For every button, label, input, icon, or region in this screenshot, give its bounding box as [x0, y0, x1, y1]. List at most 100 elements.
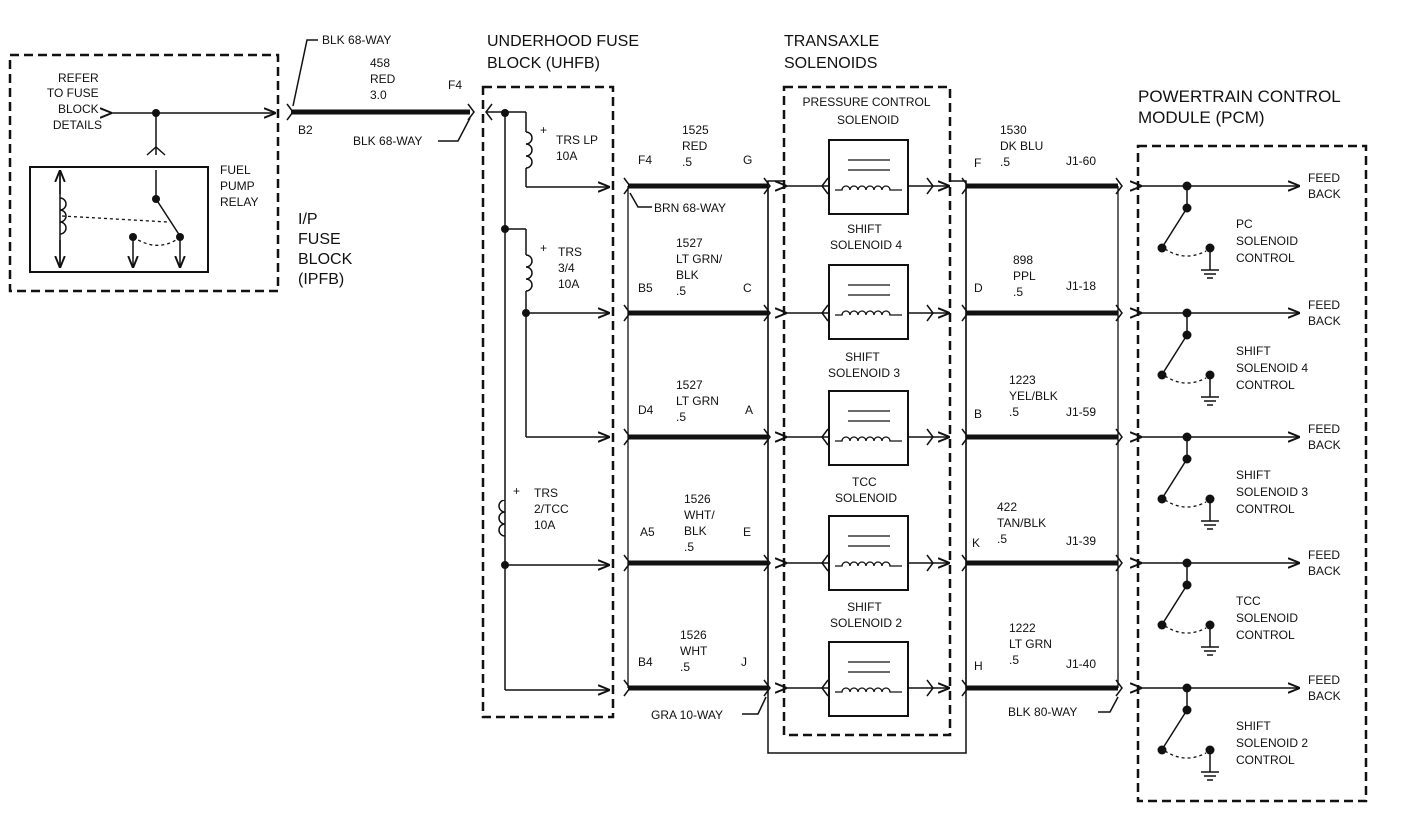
lc0-pin-right: G	[743, 153, 752, 167]
lc0-circuit-label: 1525 RED .5	[682, 123, 712, 169]
feed-pin-right: F4	[448, 78, 462, 92]
fuse2-label: TRS 3/4 10A	[558, 245, 585, 291]
solenoid-label-tcc: TCC SOLENOID	[835, 475, 897, 505]
pcm-control-line-3-0: TCC	[1236, 594, 1261, 608]
lc2-circuit-label: 1527 LT GRN .5	[676, 378, 722, 424]
feed-wire-circuit-label: 458 RED 3.0	[370, 56, 399, 102]
solenoid-coil-icon-0	[835, 185, 902, 191]
relay-switch-arm	[155, 198, 181, 237]
pcm-control-label-4: SHIFT SOLENOID 2 CONTROL	[1236, 719, 1308, 767]
right-wire-connector-a-0	[961, 177, 969, 195]
rc2-pin-left: B	[974, 407, 982, 421]
pcm-driver-arm-0	[1162, 207, 1188, 247]
solenoid-connector-left-4	[821, 679, 829, 697]
pcm-control-line-4-2: CONTROL	[1236, 753, 1295, 767]
solenoid-box-0	[828, 139, 909, 215]
feedback-line-1-2: FEED	[1308, 422, 1340, 436]
left-wire-connector-a-1	[623, 304, 631, 322]
feed-conn-top-label: BLK 68-WAY	[322, 33, 391, 47]
left-wire-connector-a-0	[623, 177, 631, 195]
rc4-pin-left: H	[974, 659, 983, 673]
blk80-connector-label: BLK 80-WAY	[1008, 705, 1077, 719]
solenoid-box-3	[828, 515, 909, 591]
pcm-control-line-0-1: SOLENOID	[1236, 234, 1298, 248]
pcm-control-line-0-2: CONTROL	[1236, 251, 1295, 265]
feed-conn-bottom-label: BLK 68-WAY	[353, 134, 422, 148]
pcm-boundary	[1136, 144, 1368, 803]
lc4-pin-left: B4	[638, 655, 653, 669]
pcm-driver-arm-4	[1162, 709, 1188, 749]
solenoid-label-shift4: SHIFT SOLENOID 4	[830, 222, 902, 252]
blk80-connector-leader	[1098, 696, 1119, 713]
pcm-driver-travel-0	[1164, 248, 1207, 257]
rc3-pin-left: K	[972, 536, 980, 550]
pcm-control-line-2-0: SHIFT	[1236, 468, 1271, 482]
pcm-control-line-4-0: SHIFT	[1236, 719, 1271, 733]
feed-wire-connector-left	[286, 103, 294, 121]
left-wire-connector-b-4	[763, 679, 771, 697]
left-wire-connector-b-3	[763, 554, 771, 572]
pcm-driver-travel-2	[1164, 499, 1207, 508]
solenoid-connector-right-3	[926, 554, 934, 572]
lc2-pin-left: D4	[638, 403, 654, 417]
feedback-label-4: FEED BACK	[1308, 673, 1341, 703]
relay-coil-icon	[59, 197, 67, 235]
right-wire-connector-a-4	[961, 679, 969, 697]
feed-conn-top-leader	[292, 39, 318, 107]
uhfb-title: UNDERHOOD FUSE BLOCK (UHFB)	[487, 33, 643, 72]
lc2-pin-right: A	[745, 403, 753, 417]
feed-pin-left: B2	[298, 123, 313, 137]
pcm-control-line-2-1: SOLENOID 3	[1236, 485, 1308, 499]
lc4-circuit-label: 1526 WHT .5	[680, 628, 710, 674]
fuse3-label: TRS 2/TCC 10A	[534, 486, 572, 532]
solenoid-label-pc: PRESSURE CONTROL SOLENOID	[803, 95, 934, 127]
feedback-line-1-4: FEED	[1308, 673, 1340, 687]
brn-connector-leader	[629, 192, 652, 208]
rc3-pin-right: J1-39	[1066, 534, 1096, 548]
feedback-line-1-0: FEED	[1308, 171, 1340, 185]
ipfb-title: I/P FUSE BLOCK (IPFB)	[298, 211, 357, 288]
rc2-circuit-label: 1223 YEL/BLK .5	[1009, 373, 1061, 419]
right-wire-connector-a-1	[961, 304, 969, 322]
fuse3-plus: +	[513, 484, 520, 498]
solenoid-coil-icon-2	[835, 436, 902, 442]
solenoid-box-2	[828, 390, 909, 466]
rc0-circuit-label: 1530 DK BLU .5	[1000, 123, 1047, 169]
pcm-driver-arm-2	[1162, 458, 1188, 498]
refer-label: REFER TO FUSE BLOCK DETAILS	[47, 71, 102, 132]
solenoid-label-shift2: SHIFT SOLENOID 2	[830, 600, 902, 630]
relay-actuator-line	[61, 215, 169, 223]
gra-connector-leader	[742, 696, 767, 715]
pcm-driver-contact-2	[1157, 494, 1167, 504]
ip-fuse-block: REFER TO FUSE BLOCK DETAILS FUEL PUMP RE…	[8, 53, 357, 293]
fuse1-label: TRS LP 10A	[556, 133, 601, 163]
solenoid-coil-icon-3	[835, 561, 902, 567]
feedback-line-2-4: BACK	[1308, 689, 1341, 703]
solenoid-coil-icon-1	[835, 310, 902, 316]
solenoid-connector-left-2	[821, 428, 829, 446]
feed-wire-connector-right	[467, 103, 475, 121]
pcm-driver-contact-3	[1157, 620, 1167, 630]
fuel-pump-relay-box	[29, 166, 209, 273]
right-circuit-labels: F J1-60 1530 DK BLU .5 D J1-18 898 PPL .…	[972, 123, 1119, 719]
rc4-circuit-label: 1222 LT GRN .5	[1009, 621, 1055, 667]
solenoid-connector-left-0	[821, 177, 829, 195]
rc1-pin-left: D	[974, 281, 983, 295]
feed-conn-bottom-leader	[438, 117, 471, 142]
solenoid-label-shift3: SHIFT SOLENOID 3	[828, 350, 900, 380]
pcm-driver-contact-4	[1157, 745, 1167, 755]
left-wire-connector-b-2	[763, 428, 771, 446]
rc3-circuit-label: 422 TAN/BLK .5	[997, 500, 1049, 546]
fuse2-icon	[525, 254, 533, 292]
pcm-control-line-4-1: SOLENOID 2	[1236, 736, 1308, 750]
gra-connector-label: GRA 10-WAY	[651, 708, 723, 722]
